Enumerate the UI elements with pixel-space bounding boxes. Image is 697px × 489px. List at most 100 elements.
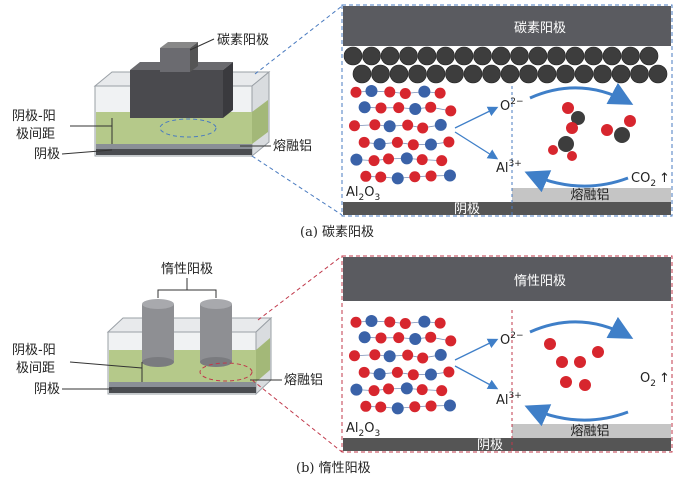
carbon-particle (454, 46, 474, 66)
oxygen-atom (393, 102, 405, 114)
aluminum-atom (443, 169, 456, 182)
oxygen-atom (443, 136, 455, 148)
melt-label-b: 熔融铝 (284, 373, 323, 388)
alumina-lattice-a (348, 84, 457, 185)
gas-label-a: CO2↑ (631, 171, 670, 189)
carbon-particle (537, 64, 557, 84)
zoom-ellipse-a (159, 118, 217, 138)
melt-label-a: 熔融铝 (273, 139, 312, 154)
carbon-particle (510, 46, 529, 66)
inset-a-cathode-text: 阴极 (454, 202, 480, 217)
oxygen-atom (399, 88, 411, 100)
carbon-particle (565, 46, 585, 66)
aluminum-atom (383, 350, 396, 363)
aluminum-atom (358, 331, 371, 344)
inert-anode-bar (343, 257, 671, 301)
carbon-particle (426, 64, 446, 84)
carbon-particle (519, 64, 538, 84)
caption-b: (b) 惰性阳极 (296, 461, 371, 476)
carbon-particle (621, 46, 640, 66)
cathode-bar-a (343, 202, 671, 215)
oxide-ion-label-b: O2− (500, 331, 524, 348)
cathode-plate-b (109, 387, 256, 393)
anode-label-a: 碳素阳极 (217, 33, 269, 48)
zoom-ellipse-b (199, 362, 253, 382)
oxygen-atom (399, 318, 411, 330)
oxygen-atom (348, 350, 360, 362)
melt-bar-a (512, 188, 671, 202)
cathode-label-b: 阴极 (34, 382, 60, 397)
alumina-lattice-b (348, 314, 457, 415)
inset-a: 碳素阳极 阴极 熔融铝 Al2O3 O2− Al3+ (341, 4, 673, 217)
oxygen-atom (375, 102, 387, 114)
alumina-label-a: Al2O3 (346, 185, 380, 203)
carbon-particle (602, 46, 622, 66)
carbon-particle (584, 46, 603, 66)
oxygen-atom (417, 122, 429, 134)
oxygen-atom (383, 383, 395, 395)
carbon-particle (528, 46, 548, 66)
oxygen-atom (445, 105, 457, 117)
cathode-plate-a (96, 149, 252, 155)
carbon-particle (630, 64, 649, 84)
aluminum-atom (358, 101, 371, 114)
carbon-particle (445, 64, 464, 84)
oxygen-atom (350, 316, 362, 328)
oxygen-atom (436, 385, 448, 397)
oxygen-atom (436, 155, 448, 167)
al-ion-label-b: Al3+ (496, 391, 522, 408)
electrolyte-b (109, 350, 256, 382)
aluminum-atom (434, 118, 447, 131)
anode-label-b: 惰性阳极 (161, 262, 213, 277)
carbon-particle (417, 46, 437, 66)
oxygen-atom (369, 349, 381, 361)
carbon-particle (436, 46, 455, 66)
oxygen-atom (402, 349, 414, 361)
carbon-particle (362, 46, 381, 66)
oxygen-atom (350, 86, 362, 98)
inset-b-cathode-text: 阴极 (477, 438, 503, 453)
molten-aluminum-a (96, 144, 252, 149)
oxygen-atom (407, 369, 419, 381)
oxygen-atom (425, 400, 437, 412)
oxygen-atom (409, 401, 421, 413)
oxygen-atom (391, 366, 403, 378)
alumina-label-b: Al2O3 (346, 421, 380, 439)
oxygen-atom (360, 400, 372, 412)
gap-label-a-1: 阴极-阳 (12, 109, 56, 124)
inset-b-melt-text: 熔融铝 (570, 424, 609, 439)
carbon-particles (343, 46, 668, 84)
oxygen-atom (443, 366, 455, 378)
oxygen-atom (417, 352, 429, 364)
anode-rod-a (160, 48, 190, 72)
oxygen-atom (375, 171, 387, 183)
carbon-particle (389, 64, 409, 84)
panel-b: 惰性阳极 阴极-阳 极间距 阴极 熔融铝 惰性阳极 阴极 熔融铝 Al2O3 O… (12, 255, 673, 476)
oxygen-atom (391, 136, 403, 148)
oxygen-atom (360, 170, 372, 182)
carbon-particle (380, 46, 400, 66)
oxygen-atom (375, 332, 387, 344)
oxygen-atom (425, 170, 437, 182)
aluminum-atom (383, 120, 396, 133)
melt-bar-b (512, 424, 671, 438)
oxygen-atom (434, 317, 446, 329)
carbon-particle (556, 64, 575, 84)
oxygen-atom (368, 155, 380, 167)
oxygen-atom (402, 119, 414, 131)
carbon-particle (371, 64, 390, 84)
carbon-particle (463, 64, 483, 84)
aluminum-atom (418, 85, 431, 98)
oxygen-atom (384, 316, 396, 328)
carbon-particle (639, 46, 659, 66)
aluminum-atom (424, 368, 437, 381)
aluminum-atom (409, 332, 422, 345)
aluminum-atom (409, 102, 422, 115)
oxygen-atom (384, 86, 396, 98)
carbon-particle (343, 46, 363, 66)
oxygen-atom (407, 139, 419, 151)
oxygen-atom (368, 385, 380, 397)
aluminum-atom (365, 314, 378, 327)
aluminum-atom (400, 152, 413, 165)
cathode-bar-b (343, 438, 671, 451)
